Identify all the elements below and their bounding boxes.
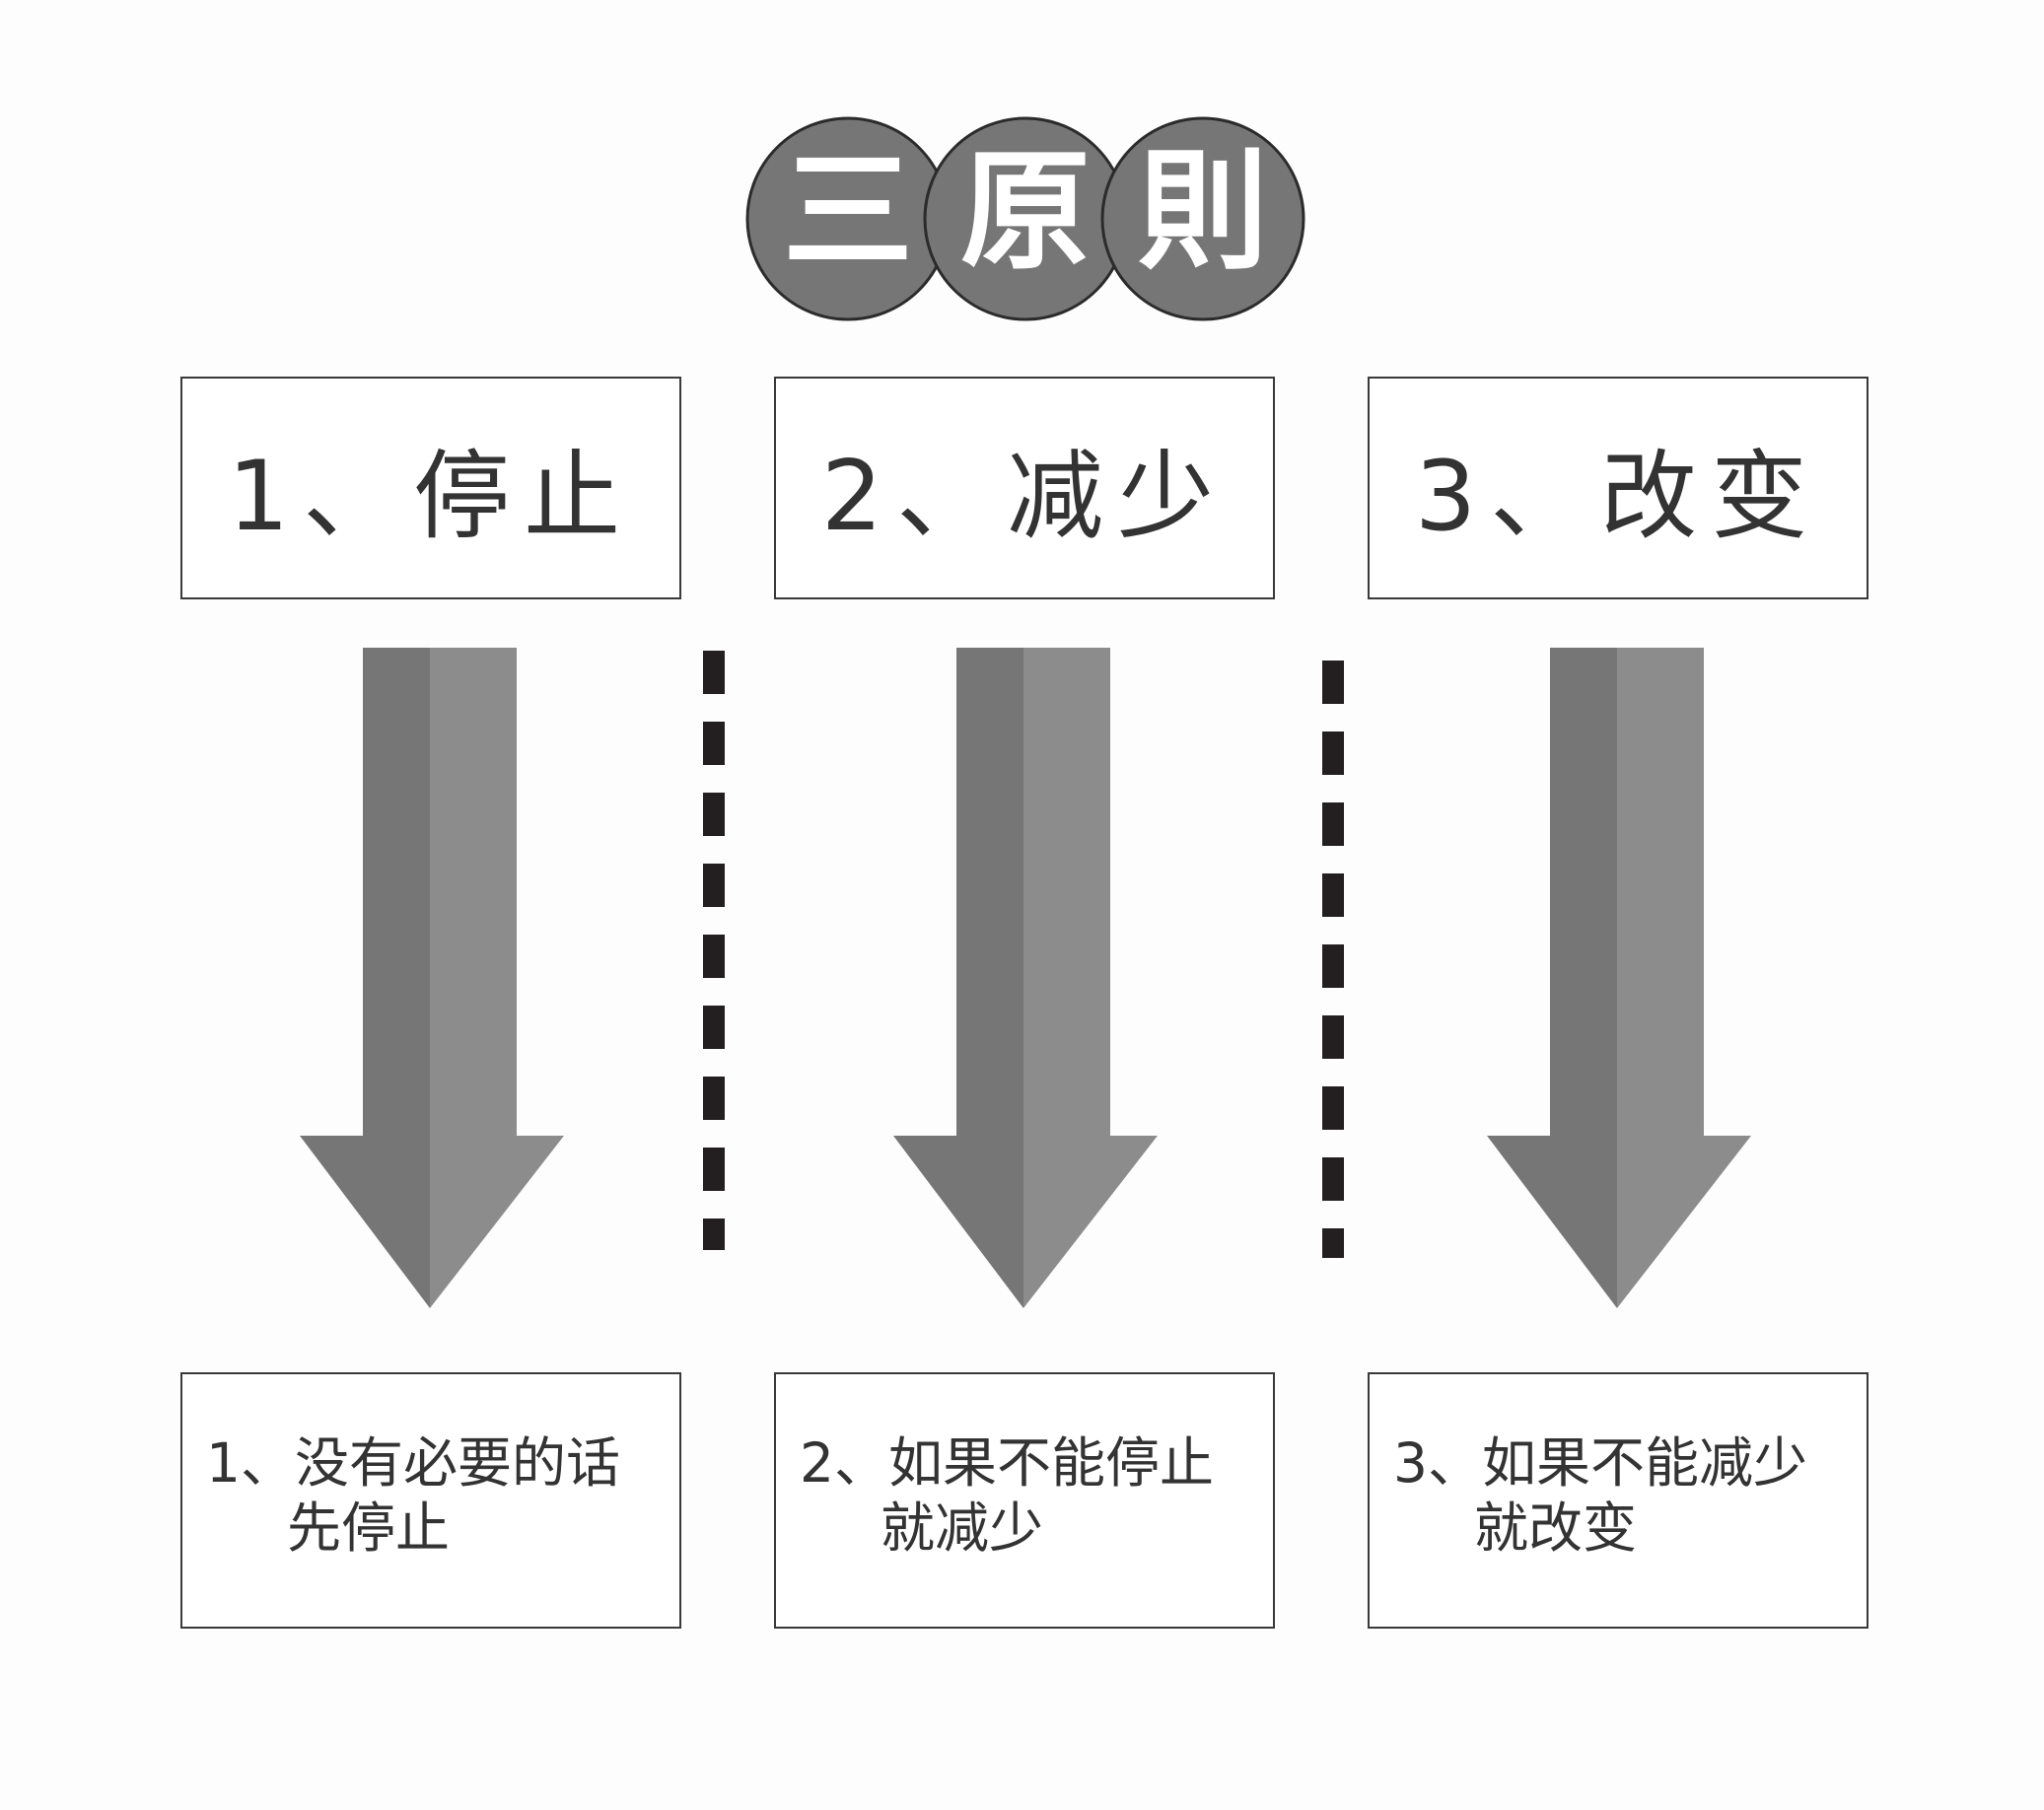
principle-detail-2-line-1: 2、如果不能停止 xyxy=(800,1431,1214,1495)
principle-detail-1-line-2: 先停止 xyxy=(287,1497,451,1560)
principle-detail-3-line-1: 3、如果不能减少 xyxy=(1393,1431,1807,1495)
arrow-down-1 xyxy=(300,648,564,1308)
principle-detail-2-line-2: 就减少 xyxy=(881,1497,1044,1560)
principle-heading-box-1: 1、停止 xyxy=(180,377,681,599)
title-badge xyxy=(745,116,1305,321)
principle-detail-box-1: 1、没有必要的话 先停止 xyxy=(180,1372,681,1629)
principle-heading-box-3: 3、改变 xyxy=(1368,377,1868,599)
arrow-down-1-dark-half xyxy=(300,648,430,1308)
title-char-3: 則 xyxy=(1138,136,1268,288)
arrow-down-2 xyxy=(893,648,1158,1308)
arrow-down-3-dark-half xyxy=(1487,648,1617,1308)
arrow-down-1-light-half xyxy=(430,648,564,1308)
arrow-down-2-dark-half xyxy=(893,648,1023,1308)
title-char-2: 原 xyxy=(960,136,1091,288)
title-char-1: 三 xyxy=(783,136,913,288)
principle-heading-box-2: 2、减少 xyxy=(774,377,1275,599)
arrow-down-3 xyxy=(1487,648,1751,1308)
arrow-down-2-light-half xyxy=(1023,648,1158,1308)
principle-detail-box-3: 3、如果不能减少 就改变 xyxy=(1368,1372,1868,1629)
principle-heading-3: 3、改变 xyxy=(1414,441,1822,553)
principle-detail-3-line-2: 就改变 xyxy=(1474,1497,1638,1560)
principle-heading-2: 2、减少 xyxy=(820,441,1229,553)
principle-detail-box-2: 2、如果不能停止 就减少 xyxy=(774,1372,1275,1629)
principle-detail-1-line-1: 1、没有必要的话 xyxy=(206,1431,620,1495)
title-badge-circle-3 xyxy=(1100,116,1305,321)
arrow-down-3-light-half xyxy=(1617,648,1751,1308)
principle-heading-1: 1、停止 xyxy=(227,441,635,553)
